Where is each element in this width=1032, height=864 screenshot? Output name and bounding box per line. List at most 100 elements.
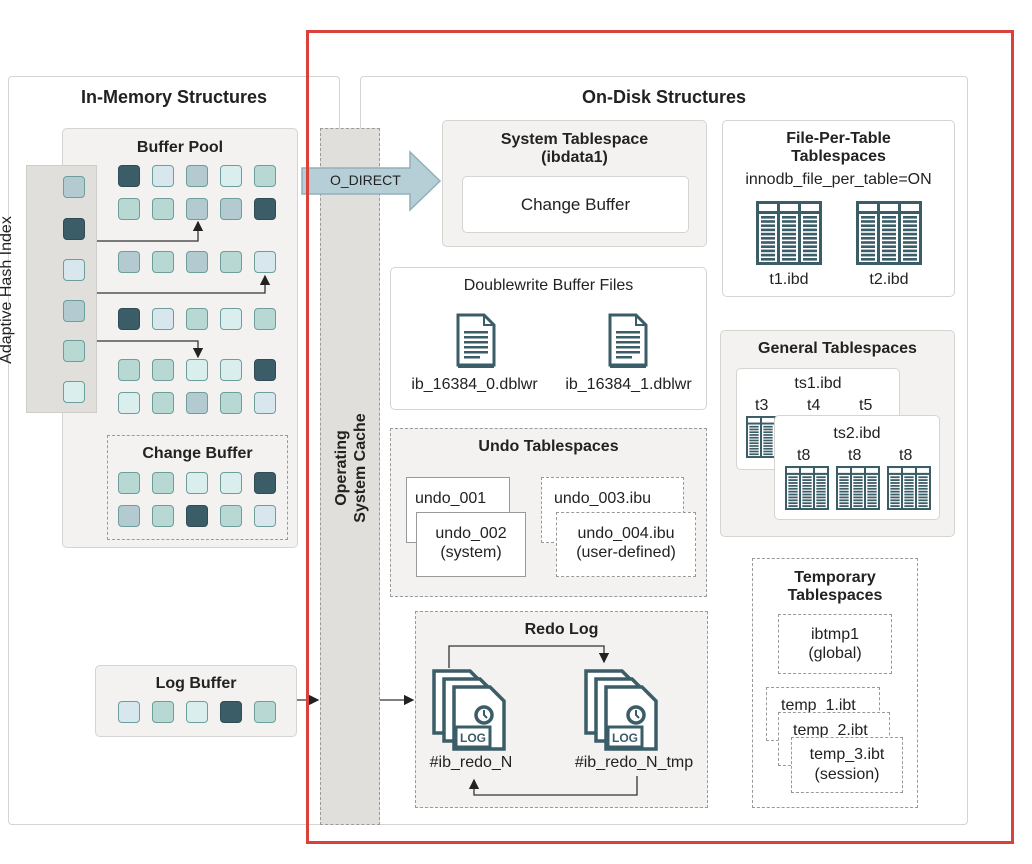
- page-tile: [186, 359, 208, 381]
- ahi-title: Adaptive Hash Index: [0, 216, 15, 364]
- redo-file-label: #ib_redo_N_tmp: [574, 754, 694, 771]
- temp-label: temp_3.ibt: [809, 746, 885, 763]
- page-tile: [152, 472, 174, 494]
- table-icon: [836, 466, 880, 510]
- undo-label: undo_001: [415, 490, 487, 507]
- log-file-icon: LOG: [584, 669, 658, 751]
- log-file-icon: LOG: [432, 669, 506, 751]
- table-icon: [887, 466, 931, 510]
- table-label: t8: [797, 447, 811, 464]
- ts2-tablespace: ts2.ibd t8 t8 t8: [774, 415, 940, 520]
- log-badge: LOG: [460, 731, 486, 745]
- page-tile: [186, 308, 208, 330]
- table-label: t4: [807, 397, 821, 414]
- temp-3: temp_3.ibt (session): [791, 737, 903, 793]
- page-tile: [186, 251, 208, 273]
- page-tile: [220, 198, 242, 220]
- doublewrite-buffer: Doublewrite Buffer Files ib_16384_0.dblw…: [390, 267, 707, 410]
- table-label: t8: [899, 447, 913, 464]
- ts2-label: ts2.ibd: [833, 425, 881, 442]
- in-memory-title: In-Memory Structures: [80, 87, 268, 107]
- page-tile: [186, 198, 208, 220]
- file-label: t2.ibd: [869, 271, 909, 288]
- page-tile: [186, 505, 208, 527]
- undo-label: undo_002: [435, 525, 507, 542]
- undo-label: undo_003.ibu: [554, 490, 651, 507]
- file-label: ib_16384_0.dblwr: [411, 376, 538, 393]
- log-buffer-title: Log Buffer: [155, 675, 237, 692]
- table-label: t3: [755, 397, 769, 414]
- title-line: (ibdata1): [541, 149, 608, 166]
- redo-title: Redo Log: [524, 621, 599, 638]
- table-icon: [856, 201, 922, 265]
- page-tile: [118, 505, 140, 527]
- temp-label: temp_1.ibt: [781, 697, 856, 714]
- page-tile: [254, 359, 276, 381]
- page-tile: [118, 165, 140, 187]
- file-per-table-title: File-Per-Table Tablespaces: [723, 130, 954, 166]
- page-tile: [254, 198, 276, 220]
- temp-sub: (session): [814, 766, 880, 783]
- document-icon: [456, 313, 496, 369]
- temp-sub: (global): [808, 645, 862, 662]
- undo-002: undo_002 (system): [416, 512, 526, 577]
- title-line: System Tablespace: [500, 131, 649, 148]
- doublewrite-title: Doublewrite Buffer Files: [463, 277, 634, 294]
- file-label: ib_16384_1.dblwr: [565, 376, 692, 393]
- page-tile: [220, 308, 242, 330]
- page-tile: [220, 165, 242, 187]
- redo-log: Redo Log LOG LOG #ib_redo_N #ib_redo_N_t…: [415, 611, 708, 808]
- ibtmp1: ibtmp1 (global): [778, 614, 892, 674]
- temp-label: temp_2.ibt: [793, 722, 868, 739]
- page-tile: [254, 392, 276, 414]
- table-label: t5: [859, 397, 873, 414]
- page-tile: [152, 359, 174, 381]
- file-per-table: File-Per-Table Tablespaces innodb_file_p…: [722, 120, 955, 297]
- temp-label: ibtmp1: [810, 626, 860, 643]
- adaptive-hash-index: Adaptive Hash Index: [0, 165, 97, 413]
- title-line: File-Per-Table: [786, 130, 891, 147]
- table-icon: [785, 466, 829, 510]
- page-tile: [220, 472, 242, 494]
- undo-title: Undo Tablespaces: [478, 438, 619, 455]
- on-disk-title: On-Disk Structures: [581, 87, 747, 107]
- general-title: General Tablespaces: [758, 340, 917, 357]
- page-tile: [63, 176, 85, 198]
- page-tile: [118, 701, 140, 723]
- change-buffer-disk: Change Buffer: [462, 176, 689, 233]
- page-tile: [63, 300, 85, 322]
- title-line: Tablespaces: [787, 587, 883, 604]
- page-tile: [152, 198, 174, 220]
- system-tablespace: System Tablespace (ibdata1) Change Buffe…: [442, 120, 707, 247]
- redo-file-label: #ib_redo_N: [429, 754, 513, 771]
- highlight-box: [306, 30, 1014, 844]
- ts1-label: ts1.ibd: [794, 375, 842, 392]
- page-tile: [118, 392, 140, 414]
- page-tile: [254, 308, 276, 330]
- page-tile: [220, 251, 242, 273]
- undo-004: undo_004.ibu (user-defined): [556, 512, 696, 577]
- temporary-title: Temporary Tablespaces: [753, 569, 917, 605]
- page-tile: [220, 505, 242, 527]
- title-line: Temporary: [794, 569, 876, 586]
- table-label: t8: [848, 447, 862, 464]
- change-buffer-title: Change Buffer: [142, 445, 253, 462]
- os-cache: Operating System Cache: [320, 128, 380, 825]
- change-buffer-label: Change Buffer: [520, 195, 631, 214]
- document-icon: [608, 313, 648, 369]
- undo-sub: (user-defined): [576, 544, 676, 561]
- page-tile: [118, 308, 140, 330]
- page-tile: [220, 359, 242, 381]
- buffer-pool-title: Buffer Pool: [136, 139, 224, 156]
- page-tile: [186, 472, 208, 494]
- page-tile: [254, 251, 276, 273]
- page-tile: [152, 165, 174, 187]
- page-tile: [118, 472, 140, 494]
- page-tile: [186, 165, 208, 187]
- page-tile: [152, 701, 174, 723]
- log-badge: LOG: [612, 731, 638, 745]
- page-tile: [152, 505, 174, 527]
- page-tile: [186, 392, 208, 414]
- page-tile: [118, 359, 140, 381]
- page-tile: [254, 701, 276, 723]
